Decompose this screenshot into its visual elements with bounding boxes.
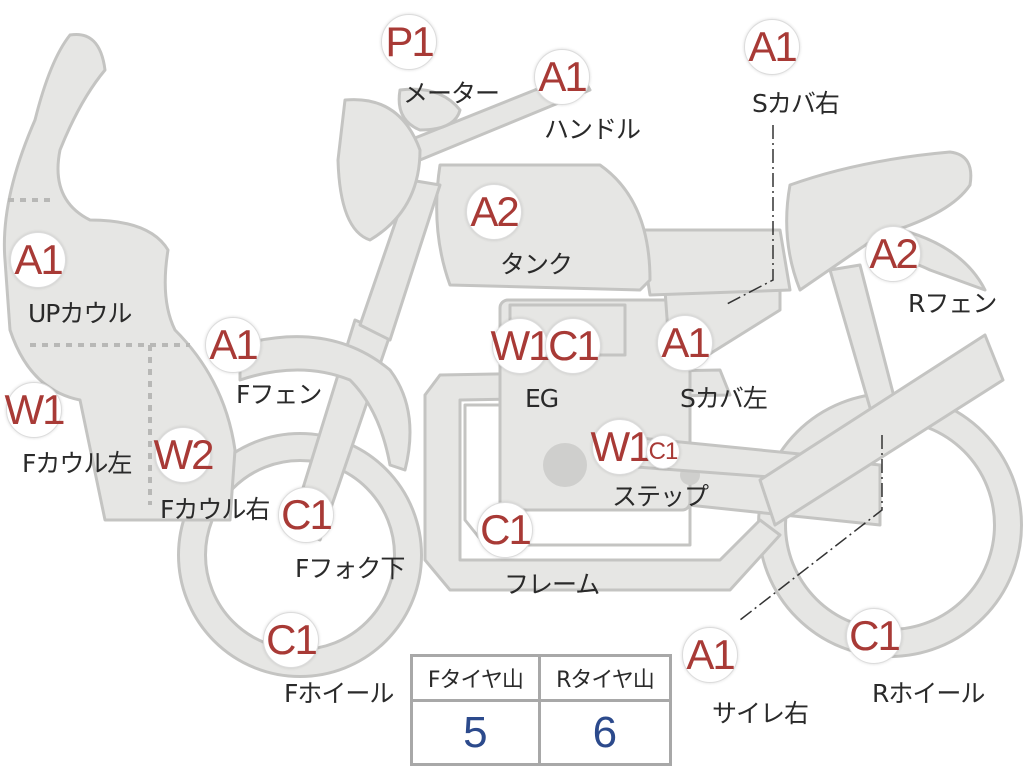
handle-grade-badge: A1 (534, 49, 590, 105)
tank-label: タンク (500, 250, 573, 279)
frame-shape (423, 368, 782, 592)
seat-shape (638, 228, 792, 297)
s-cover-right-grade-badge: A1 (744, 19, 800, 75)
f-fender-grade-badge: A1 (205, 317, 261, 373)
f-cowl-left-grade-badge: W1 (5, 382, 66, 438)
silencer-right-label: サイレ右 (712, 699, 809, 728)
rear-tire-value: 6 (537, 699, 673, 766)
rear-tire-header: Rタイヤ山 (537, 654, 673, 702)
front-fender-shape (238, 335, 412, 472)
step-grade-badge-2: C1 (646, 435, 680, 469)
up-cowl-grade-badge: A1 (10, 232, 66, 288)
f-fork-lower-grade-badge: C1 (278, 487, 334, 543)
f-fender-label: Fフェン (236, 380, 322, 409)
tank-grade-badge: A2 (466, 184, 522, 240)
r-fender-grade-badge: A2 (865, 226, 921, 282)
handle-label: ハンドル (544, 115, 641, 144)
frame-grade-badge: C1 (477, 502, 533, 558)
meter-label: メーター (403, 79, 500, 108)
r-wheel-label: Rホイール (872, 679, 985, 708)
engine-label: EG (525, 384, 559, 413)
s-cover-left-label: Sカバ左 (680, 384, 768, 413)
s-cover-right-leader (724, 125, 774, 306)
f-fork-lower-label: Fフォク下 (295, 554, 405, 583)
step-grade-badge-1: W1 (591, 419, 652, 475)
s-cover-left-grade-badge: A1 (657, 315, 713, 371)
step-label: ステップ (612, 482, 709, 511)
f-cowl-right-grade-badge: W2 (154, 427, 215, 483)
meter-grade-badge: P1 (381, 14, 437, 70)
tire-tread-table: Fタイヤ山 Rタイヤ山 5 6 (410, 654, 673, 766)
meter-shape (397, 87, 462, 132)
up-cowl-label: UPカウル (28, 299, 132, 328)
front-tire-value: 5 (410, 699, 541, 766)
silencer-right-leader (739, 435, 883, 621)
front-tire-header: Fタイヤ山 (410, 654, 541, 702)
engine-grade-badge-1: W1 (491, 318, 552, 374)
r-fender-label: Rフェン (908, 289, 997, 318)
f-wheel-grade-badge: C1 (263, 612, 319, 668)
r-wheel-grade-badge: C1 (846, 608, 902, 664)
silencer-shape (758, 333, 1005, 527)
front-cowl-shape (2, 32, 237, 522)
silencer-right-grade-badge: A1 (682, 627, 738, 683)
f-wheel-label: Fホイール (284, 679, 394, 708)
engine-grade-badge-2: C1 (545, 318, 601, 374)
frame-label: フレーム (504, 570, 600, 599)
s-cover-right-label: Sカバ右 (752, 89, 840, 118)
f-cowl-left-label: Fカウル左 (22, 449, 132, 478)
f-cowl-right-label: Fカウル右 (160, 495, 270, 524)
